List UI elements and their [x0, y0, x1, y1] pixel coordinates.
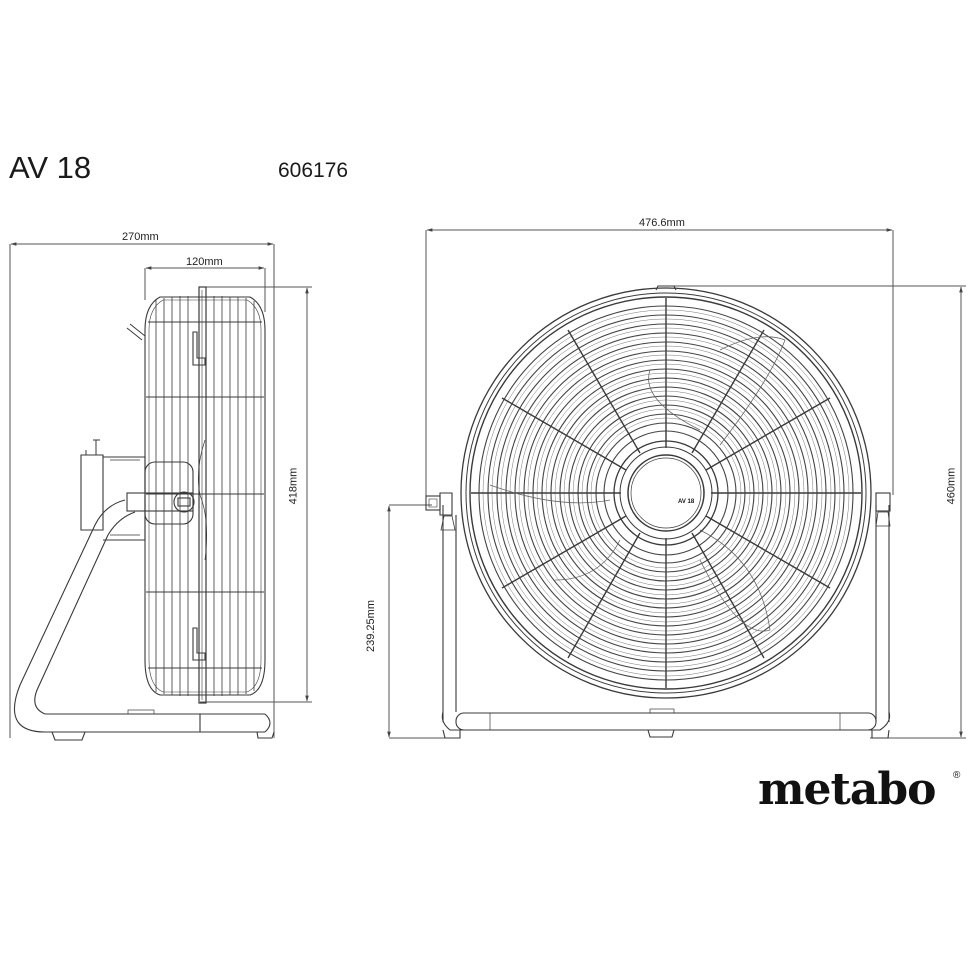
hub-label: AV 18 [678, 499, 695, 505]
side-view-dimensions [9, 242, 312, 738]
dim-overall-width: 476.6mm [639, 217, 685, 229]
dim-guard-height: 418mm [287, 467, 300, 505]
dim-pivot-height: 239.25mm [364, 600, 377, 652]
dim-guard-depth: 120mm [186, 256, 223, 268]
front-view-fan [425, 285, 891, 739]
metabo-logo: metabo [758, 764, 936, 815]
side-view-fan [13, 286, 275, 741]
registered-mark: ® [953, 770, 961, 781]
dim-overall-depth: 270mm [122, 231, 159, 243]
model-title: AV 18 [9, 150, 92, 185]
front-view-dimensions [387, 228, 966, 739]
article-number: 606176 [278, 159, 349, 182]
dim-overall-height: 460mm [945, 467, 958, 505]
